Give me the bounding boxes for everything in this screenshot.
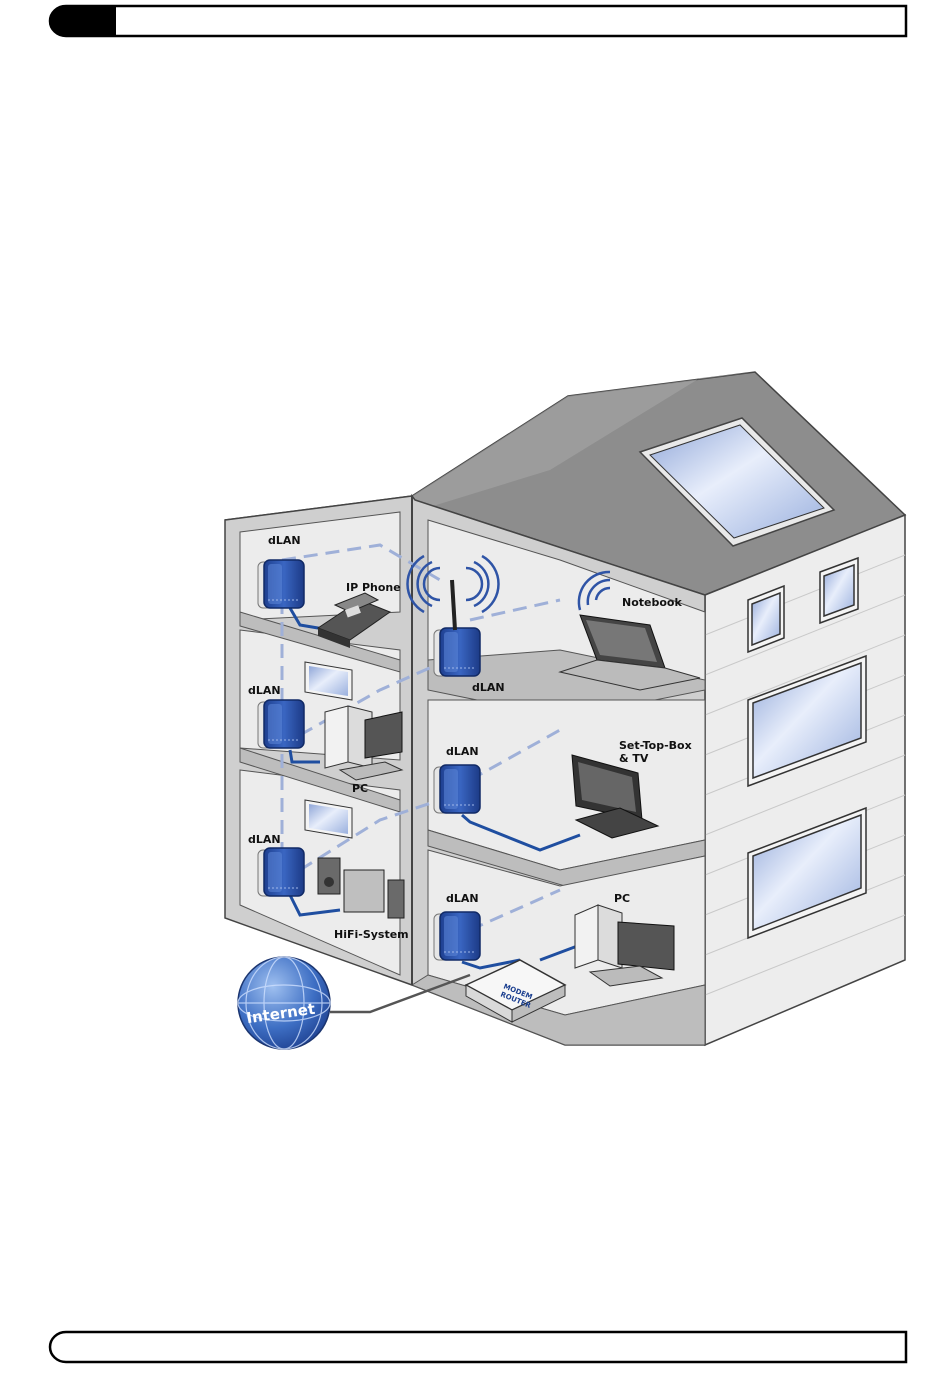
label-pc-mid: PC: [352, 782, 368, 795]
label-hifi: HiFi-System: [334, 928, 409, 941]
dlan-adapter-icon: [434, 765, 480, 813]
label-ip-phone: IP Phone: [346, 581, 401, 594]
globe-icon: Internet: [238, 957, 330, 1049]
page-footer-bar: [48, 1330, 908, 1364]
dlan-adapter-icon: [258, 848, 304, 896]
label-dlan-bottom-right: dLAN: [446, 892, 479, 905]
dlan-adapter-icon: [258, 560, 304, 608]
label-dlan-top-left: dLAN: [268, 534, 301, 547]
label-settop-line2: & TV: [619, 752, 649, 765]
label-dlan-bottom-left: dLAN: [248, 833, 281, 846]
label-settop-line1: Set-Top-Box: [619, 739, 692, 752]
label-dlan-mid-left: dLAN: [248, 684, 281, 697]
label-dlan-mid-right: dLAN: [446, 745, 479, 758]
dlan-adapter-icon: [434, 628, 480, 676]
label-notebook: Notebook: [622, 596, 682, 609]
label-dlan-wifi: dLAN: [472, 681, 505, 694]
label-pc-bottom: PC: [614, 892, 630, 905]
dlan-adapter-icon: [434, 912, 480, 960]
dlan-adapter-icon: [258, 700, 304, 748]
house-facade: [705, 515, 905, 1045]
